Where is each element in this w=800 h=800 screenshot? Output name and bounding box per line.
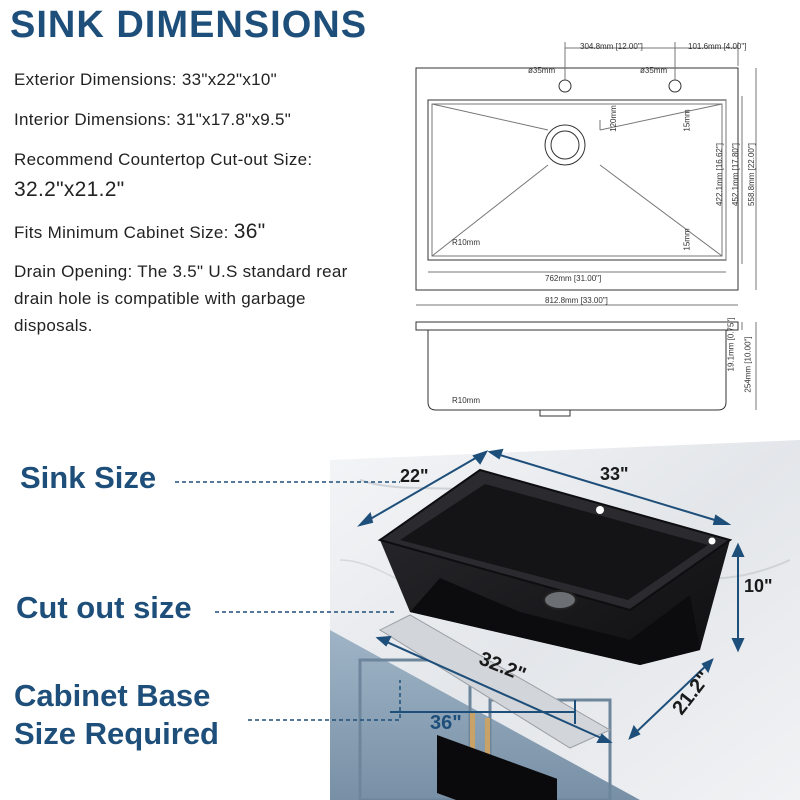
dim-10: 10" bbox=[744, 576, 773, 596]
callout-cabinet-1: Cabinet Base bbox=[14, 678, 211, 713]
cabinet-size: Fits Minimum Cabinet Size: 36" bbox=[14, 218, 265, 246]
drain-line-3: disposals. bbox=[14, 316, 93, 335]
dim-22: 22" bbox=[400, 466, 429, 486]
cabinet-handle-left bbox=[470, 712, 475, 772]
cutout-label: Recommend Countertop Cut-out Size: bbox=[14, 150, 313, 169]
rim-top-label: 15mm bbox=[682, 109, 692, 132]
drain-line-2: drain hole is compatible with garbage bbox=[14, 289, 306, 308]
exterior-depth-label: 558.8mm [22.00"] bbox=[746, 143, 756, 206]
rim-bottom-label: 15mm bbox=[682, 228, 692, 251]
cabinet bbox=[330, 630, 640, 800]
interior-dimensions: Interior Dimensions: 31"x17.8"x9.5" bbox=[14, 110, 292, 129]
drain-line-1: Drain Opening: The 3.5" U.S standard rea… bbox=[14, 262, 348, 281]
drain-hole bbox=[544, 124, 586, 166]
flange-outline bbox=[415, 321, 739, 331]
callout-sink-size: Sink Size bbox=[20, 460, 157, 495]
page-title: SINK DIMENSIONS bbox=[10, 4, 368, 46]
cutout-value: 32.2"x21.2" bbox=[14, 178, 125, 201]
dimension-lines bbox=[175, 448, 745, 743]
corner-radius-label: R10mm bbox=[452, 238, 481, 247]
faucet-hole-1 bbox=[596, 506, 604, 514]
side-view-drawing bbox=[415, 321, 757, 417]
flange-height-label: 19.1mm [0.75"] bbox=[726, 317, 736, 372]
hole-dia-left-label: ø35mm bbox=[528, 66, 556, 75]
basin-outer bbox=[427, 99, 727, 261]
callout-cutout-size: Cut out size bbox=[16, 590, 192, 625]
exterior-outline bbox=[415, 67, 739, 291]
callout-cabinet-2: Size Required bbox=[14, 716, 219, 751]
interior-depth-b-label: 452.1mm [17.80"] bbox=[730, 143, 740, 206]
exterior-width-label: 812.8mm [33.00"] bbox=[545, 296, 608, 305]
exterior-dimensions: Exterior Dimensions: 33"x22"x10" bbox=[14, 70, 277, 89]
dim-33: 33" bbox=[600, 464, 629, 484]
dim-36: 36" bbox=[430, 712, 462, 734]
cabinet-value: 36" bbox=[233, 220, 266, 243]
basin-side bbox=[427, 330, 727, 411]
cabinet-handle-right bbox=[485, 718, 490, 778]
cabinet-label: Fits Minimum Cabinet Size: bbox=[14, 223, 229, 242]
edge-offset-label: 101.6mm [4.00"] bbox=[688, 42, 747, 51]
top-view-drawing bbox=[415, 42, 757, 306]
interior-depth-a-label: 422.1mm [16.62"] bbox=[714, 143, 724, 206]
faucet-hole-left bbox=[558, 79, 572, 93]
total-height-label: 254mm [10.00"] bbox=[743, 336, 753, 393]
product-photo bbox=[330, 440, 800, 800]
side-radius-label: R10mm bbox=[452, 396, 481, 405]
interior-width-label: 762mm [31.00"] bbox=[545, 274, 602, 283]
sink-side-panel bbox=[437, 735, 557, 800]
cutout-outline bbox=[378, 614, 612, 749]
basin-inner bbox=[431, 103, 723, 257]
hole-dia-right-label: ø35mm bbox=[640, 66, 668, 75]
hole-spacing-label: 304.8mm [12.00"] bbox=[580, 42, 643, 51]
sink-bowl bbox=[400, 484, 708, 600]
drain bbox=[543, 590, 577, 610]
faucet-hole-2 bbox=[708, 537, 716, 545]
drain-offset-label: 120mm bbox=[608, 105, 618, 132]
faucet-hole-right bbox=[668, 79, 682, 93]
